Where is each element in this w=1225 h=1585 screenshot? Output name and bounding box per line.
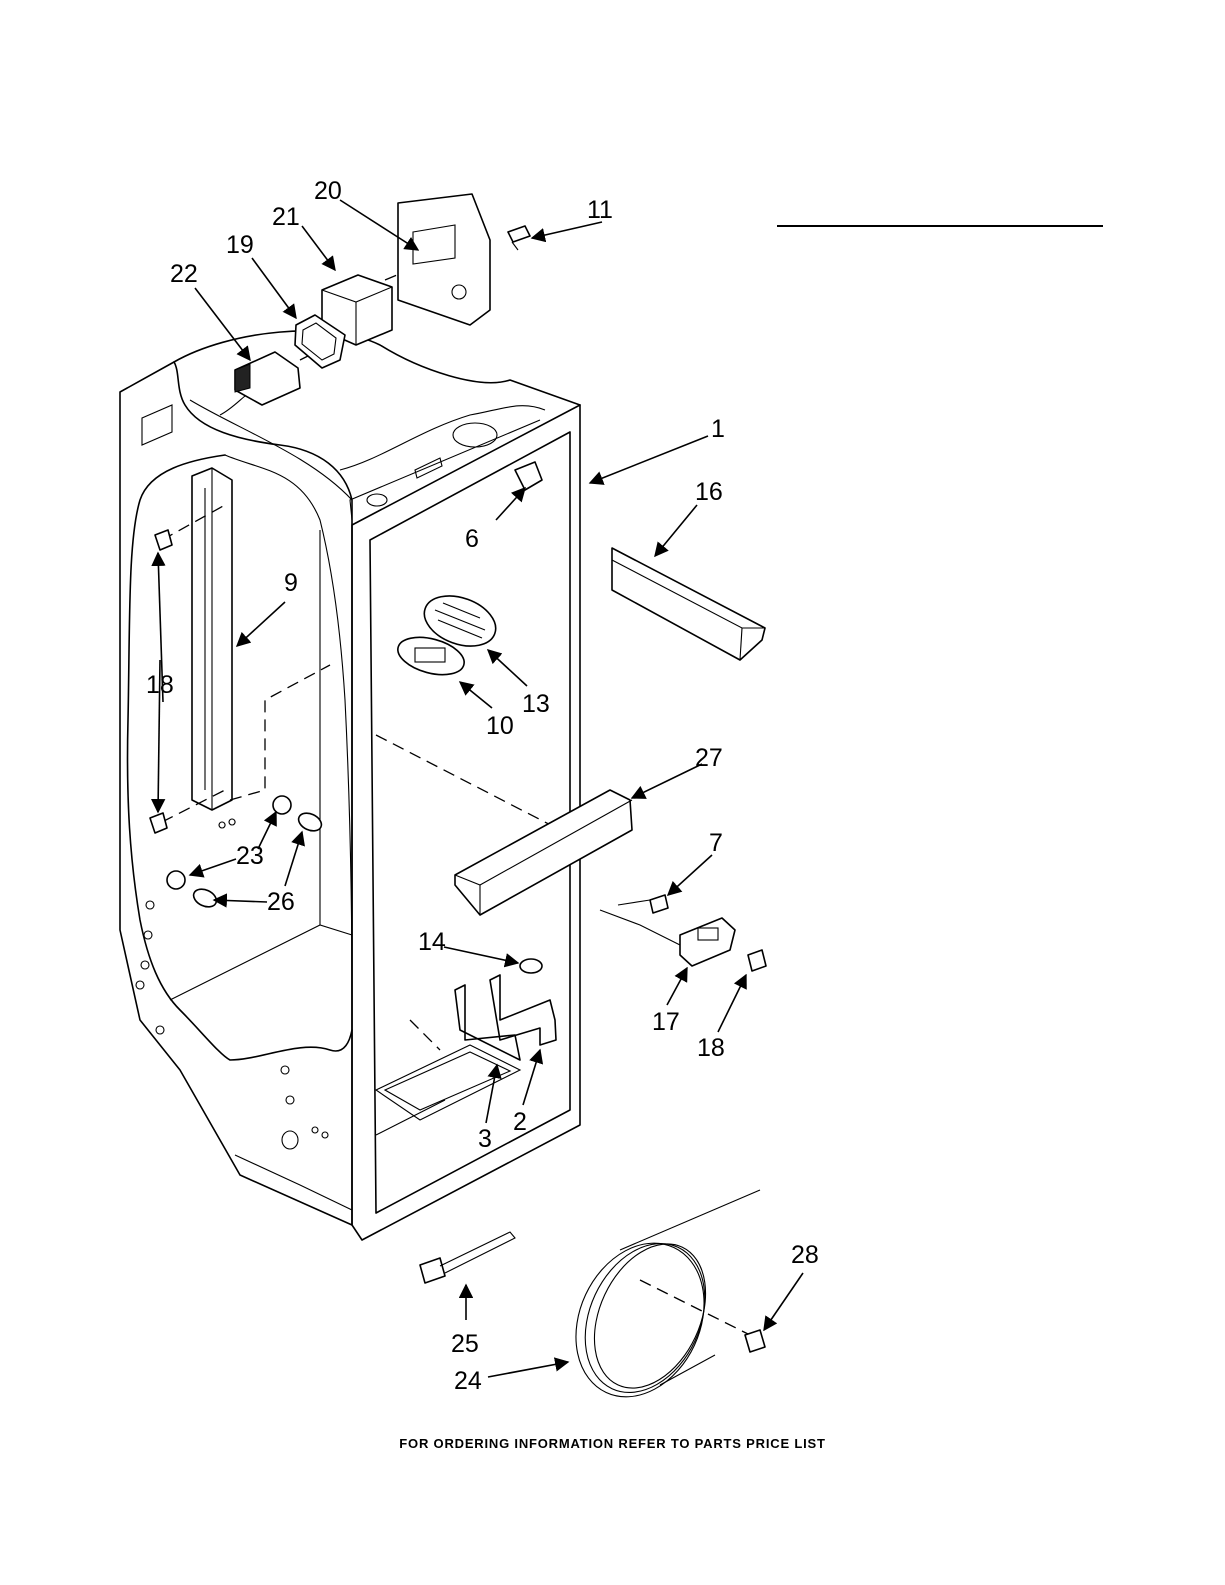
screw-18-side: [748, 950, 766, 971]
callout-24: 24: [454, 1367, 482, 1395]
callout-21: 21: [272, 203, 300, 231]
shelf-support-16: [612, 548, 765, 660]
light-socket-23a: [273, 796, 291, 814]
callout-3: 3: [478, 1125, 492, 1153]
guide-line: [230, 665, 330, 800]
bracket-2: [490, 975, 556, 1045]
callout-labels: 1 2 3 6 7 9 10 11 13 14 16 17 18 18 19 2…: [146, 177, 819, 1395]
callout-18-left: 18: [146, 671, 174, 699]
callout-19: 19: [226, 231, 254, 259]
light-bulb-26b: [191, 886, 220, 911]
light-socket-23b: [167, 871, 185, 889]
callout-27: 27: [695, 744, 723, 772]
callout-23: 23: [236, 842, 264, 870]
clips: [219, 819, 235, 828]
callout-10: 10: [486, 712, 514, 740]
switch-17: [680, 918, 735, 966]
grommet-14: [520, 959, 542, 973]
wire-coil-24: [552, 1190, 760, 1418]
screw-18-top: [155, 530, 172, 550]
callout-28: 28: [791, 1241, 819, 1269]
control-housing: [398, 194, 490, 325]
guide-line: [640, 1280, 750, 1335]
clip-6: [515, 462, 542, 490]
callout-13: 13: [522, 690, 550, 718]
bracket-3: [455, 985, 520, 1060]
callout-11: 11: [587, 196, 613, 224]
callout-6: 6: [465, 525, 479, 553]
screw-28: [745, 1330, 765, 1352]
wire-harness-7: [600, 895, 680, 945]
callout-25: 25: [451, 1330, 479, 1358]
bracket-27: [455, 790, 632, 915]
screw-18-bottom: [150, 813, 167, 833]
cable-tie-25: [420, 1232, 515, 1283]
callout-20: 20: [314, 177, 342, 205]
callout-9: 9: [284, 569, 298, 597]
footer-note: FOR ORDERING INFORMATION REFER TO PARTS …: [0, 1436, 1225, 1451]
callout-22: 22: [170, 260, 198, 288]
callout-16: 16: [695, 478, 723, 506]
callout-18-right: 18: [697, 1034, 725, 1062]
callout-1: 1: [711, 415, 725, 443]
damper-control: [220, 352, 300, 415]
callout-7: 7: [709, 829, 723, 857]
callout-17: 17: [652, 1008, 680, 1036]
screw-11: [508, 226, 530, 250]
callout-2: 2: [513, 1108, 527, 1136]
callout-14: 14: [418, 928, 446, 956]
cabinet-liner: [120, 331, 580, 1240]
callout-26: 26: [267, 888, 295, 916]
